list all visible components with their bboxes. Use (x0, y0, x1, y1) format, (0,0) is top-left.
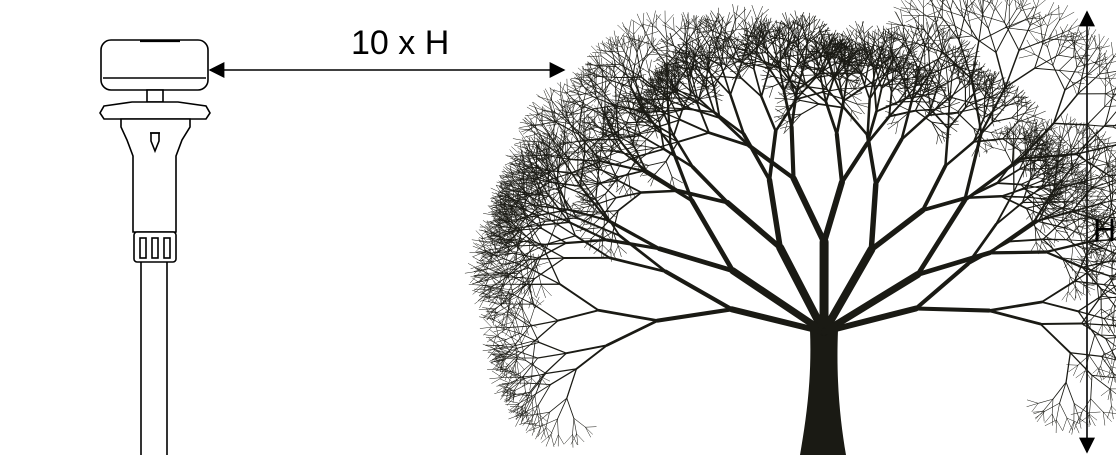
tree-icon (464, 0, 1116, 455)
weather-sensor-icon (99, 39, 211, 455)
height-label: H (1093, 212, 1116, 248)
distance-label: 10 x H (351, 24, 450, 62)
